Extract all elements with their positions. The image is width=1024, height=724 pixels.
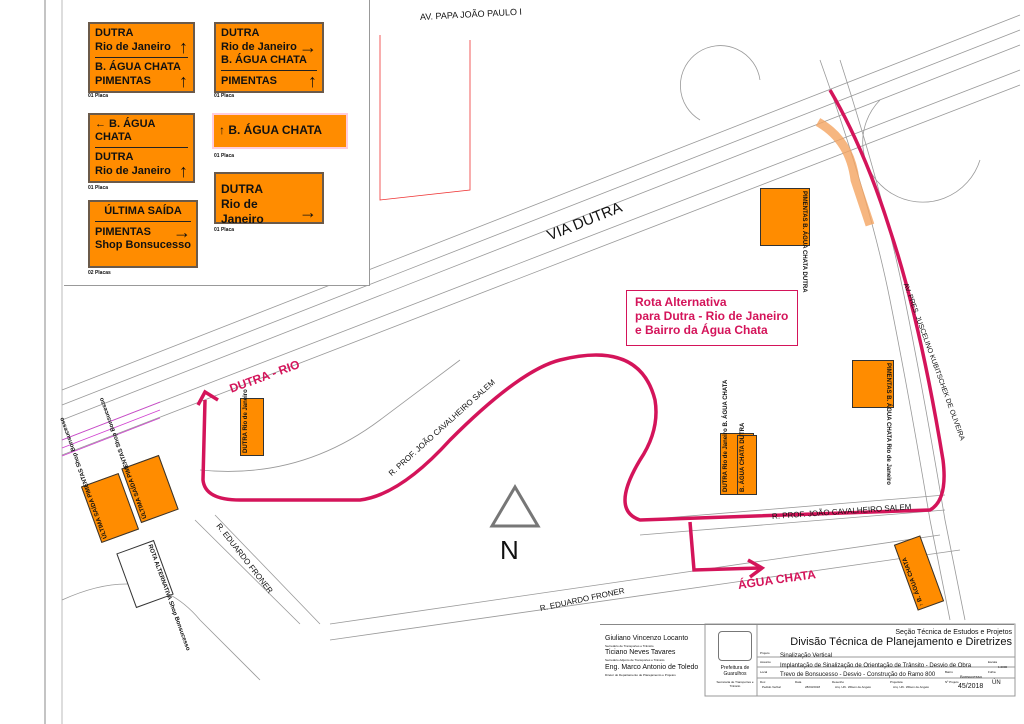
division-name: Divisão Técnica de Planejamento e Diretr… (790, 636, 1012, 648)
arrow-up-icon: ↑ (179, 161, 188, 181)
map-sign: PIMENTAS B. ÁGUA CHATA DUTRA (760, 188, 810, 293)
sign-qty: 02 Placas (88, 270, 111, 276)
alternative-route (201, 89, 946, 522)
org-sub: Secretaria de Transportes e Trânsito (716, 680, 754, 688)
person-role: Secretário de Transportes e Trânsito (605, 644, 654, 648)
field-label: Desenho (832, 680, 845, 684)
field-label: Nº Projeto (945, 680, 959, 684)
person-name: Eng. Marco Antonio de Toledo (605, 664, 699, 671)
legend-sign-1: DUTRA Rio de Janeiro↑ B. ÁGUA CHATA PIME… (88, 22, 195, 93)
map-sign: DUTRA Rio de Janeiro (240, 389, 264, 456)
sign-qty: 01 Placa (88, 93, 109, 99)
bairro-value: Bonsucesso (960, 674, 982, 679)
field-label: Escala (988, 660, 998, 664)
local-value: Trevo de Bonsucesso - Desvio - Construçã… (780, 672, 936, 678)
data-value: 28/03/2018 (805, 685, 821, 689)
arrow-up-icon: ↑ (179, 71, 188, 91)
projeto-value: Sinalização Vertical (780, 653, 833, 659)
person-role: Secretário Adjunto de Transportes e Trân… (605, 658, 665, 662)
arrow-right-icon: → (299, 37, 317, 57)
field-label: Local (760, 670, 768, 674)
sign-qty: 01 Placa (214, 93, 235, 99)
arrow-up-icon: ↑ (308, 71, 317, 91)
title-block: Giuliano Vincenzo Locanto Secretário de … (600, 624, 1014, 696)
person-role: Diretor do Departamento de Planejamento … (605, 673, 676, 677)
org-name: Prefeitura de Guarulhos (720, 665, 750, 677)
legend-sign-5: DUTRA Rio de Janeiro→ (214, 172, 324, 226)
works-highlight (815, 118, 875, 227)
field-label: Projetista (890, 680, 903, 684)
sign-qty: 01 Placa (214, 153, 235, 159)
section-name: Seção Técnica de Estudos e Projetos (895, 629, 1012, 636)
doc-value: Pedido Verbal (762, 685, 781, 689)
north-arrow-icon (489, 484, 541, 528)
field-label: Data (795, 680, 802, 684)
legend-sign-3: ← B. ÁGUA CHATA DUTRA Rio de Janeiro↑ (88, 113, 195, 183)
field-label: Assunto (760, 660, 771, 664)
city-coat-of-arms (718, 631, 752, 661)
arrow-right-icon: → (173, 222, 191, 242)
legend-sign-2: DUTRA Rio de Janeiro→ B. ÁGUA CHATA PIME… (214, 22, 324, 93)
field-label: Doc (760, 680, 766, 684)
sign-qty: 01 Placa (214, 227, 235, 233)
title-block-lines (704, 623, 1016, 697)
projetista-value: Arq. Urb. Wilson de Angelo (893, 685, 930, 689)
arrow-up-icon: ↑ (179, 37, 188, 57)
assunto-value: Implantação de Sinalização de Orientação… (780, 663, 972, 669)
nprojeto-value: 45/2018 (958, 683, 984, 690)
map-sign: PIMENTAS B. ÁGUA CHATA Rio de Janeiro (852, 360, 894, 485)
desenho-value: Arq. Urb. Wilson de Angelo (835, 685, 872, 689)
escala-value: 1:2000 (998, 665, 1008, 669)
map-sign: B. ÁGUA CHATA DUTRA (737, 423, 757, 495)
field-label: Projeto (760, 651, 770, 655)
folha-value: ÚN (992, 680, 1001, 686)
legend-sign-6: ÚLTIMA SAÍDA PIMENTAS→ Shop Bonsucesso (88, 200, 198, 268)
road-lines (61, 14, 1021, 681)
legend-sign-4: ↑ B. ÁGUA CHATA (212, 113, 348, 149)
sign-qty: 01 Placa (88, 185, 109, 191)
arrow-right-icon: → (299, 202, 317, 222)
north-label: N (500, 535, 519, 565)
field-label: Folha (988, 670, 996, 674)
person-name: Giuliano Vincenzo Locanto (605, 635, 689, 642)
person-name: Ticiano Neves Tavares (605, 649, 676, 656)
field-label: Bairro (945, 670, 954, 674)
sign-legend: DUTRA Rio de Janeiro↑ B. ÁGUA CHATA PIME… (64, 0, 370, 286)
